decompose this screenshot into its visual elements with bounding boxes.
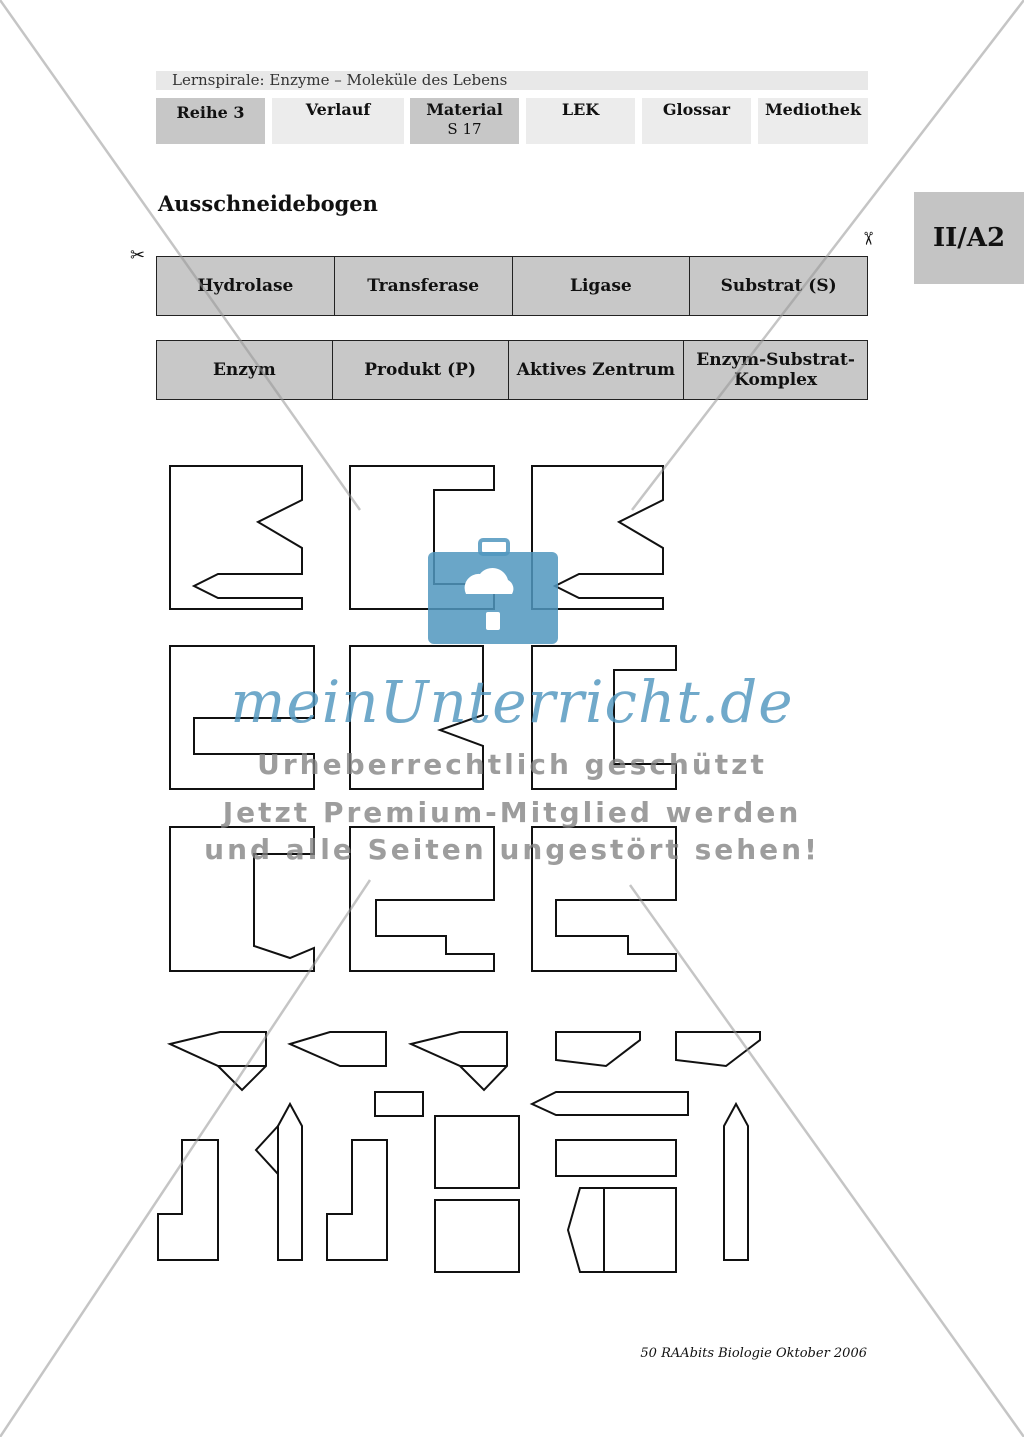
tab-mediothek[interactable]: Mediothek <box>758 98 868 144</box>
substrate-piece <box>166 1031 267 1092</box>
enzyme-shape <box>349 645 484 790</box>
substrate-piece <box>287 1031 387 1067</box>
tab-reihe[interactable]: Reihe 3 <box>156 98 265 144</box>
watermark-line <box>631 0 1024 511</box>
enzyme-shape <box>169 465 303 610</box>
label-enzym[interactable]: Enzym <box>157 341 333 399</box>
tab-sublabel: S 17 <box>447 120 482 138</box>
tab-label: Glossar <box>662 100 731 119</box>
substrate-piece <box>407 1031 508 1092</box>
enzyme-shape <box>349 826 495 972</box>
substrate-piece <box>254 1123 279 1177</box>
tab-label: LEK <box>561 100 600 119</box>
substrate-piece <box>326 1139 388 1261</box>
label-hydrolase[interactable]: Hydrolase <box>157 257 335 315</box>
tab-label: Reihe 3 <box>176 103 245 122</box>
page-heading: Ausschneidebogen <box>158 191 378 216</box>
watermark-line-1: Urheberrechtlich geschützt <box>257 748 767 781</box>
label-produkt[interactable]: Produkt (P) <box>333 341 509 399</box>
substrate-piece <box>374 1091 424 1117</box>
tab-glossar[interactable]: Glossar <box>642 98 751 144</box>
watermark-line-2: Jetzt Premium-Mitglied werden <box>222 796 802 829</box>
enzyme-shape <box>531 826 677 972</box>
watermark-line <box>0 0 362 511</box>
scissors-icon: ✂ <box>130 245 146 266</box>
substrate-piece <box>157 1139 219 1261</box>
substrate-piece <box>555 1139 677 1177</box>
substrate-piece <box>277 1101 303 1261</box>
tab-lek[interactable]: LEK <box>526 98 635 144</box>
tab-label: Verlauf <box>305 100 371 119</box>
substrate-piece <box>529 1091 689 1116</box>
watermark-line <box>0 879 372 1437</box>
label-row-1: Hydrolase Transferase Ligase Substrat (S… <box>156 256 868 316</box>
enzyme-shape <box>531 645 677 790</box>
header-title: Lernspirale: Enzyme – Moleküle des Leben… <box>156 71 868 90</box>
enzyme-shape <box>169 826 315 972</box>
label-transferase[interactable]: Transferase <box>335 257 513 315</box>
briefcase-icon <box>428 538 558 644</box>
enzyme-shape <box>169 645 315 790</box>
tab-label: Material <box>426 100 503 119</box>
tab-verlauf[interactable]: Verlauf <box>272 98 404 144</box>
watermark-brand: meinUnterricht.de <box>230 668 794 736</box>
substrate-piece <box>434 1199 520 1273</box>
label-aktives-zentrum[interactable]: Aktives Zentrum <box>509 341 685 399</box>
substrate-piece <box>566 1187 677 1273</box>
tab-label: Mediothek <box>764 100 862 119</box>
tab-material[interactable]: Material S 17 <box>410 98 519 144</box>
footer-text: 50 RAAbits Biologie Oktober 2006 <box>640 1346 867 1361</box>
label-ligase[interactable]: Ligase <box>513 257 691 315</box>
watermark-line <box>628 884 1024 1437</box>
label-enzym-substrat-komplex[interactable]: Enzym-Substrat-Komplex <box>696 350 855 390</box>
substrate-piece <box>723 1101 749 1261</box>
watermark-line-3: und alle Seiten ungestört sehen! <box>204 833 820 866</box>
enzyme-shape <box>531 465 664 610</box>
substrate-piece <box>675 1031 761 1068</box>
substrate-piece <box>555 1031 641 1068</box>
substrate-piece <box>434 1115 520 1189</box>
section-tab: II/A2 <box>914 192 1024 284</box>
